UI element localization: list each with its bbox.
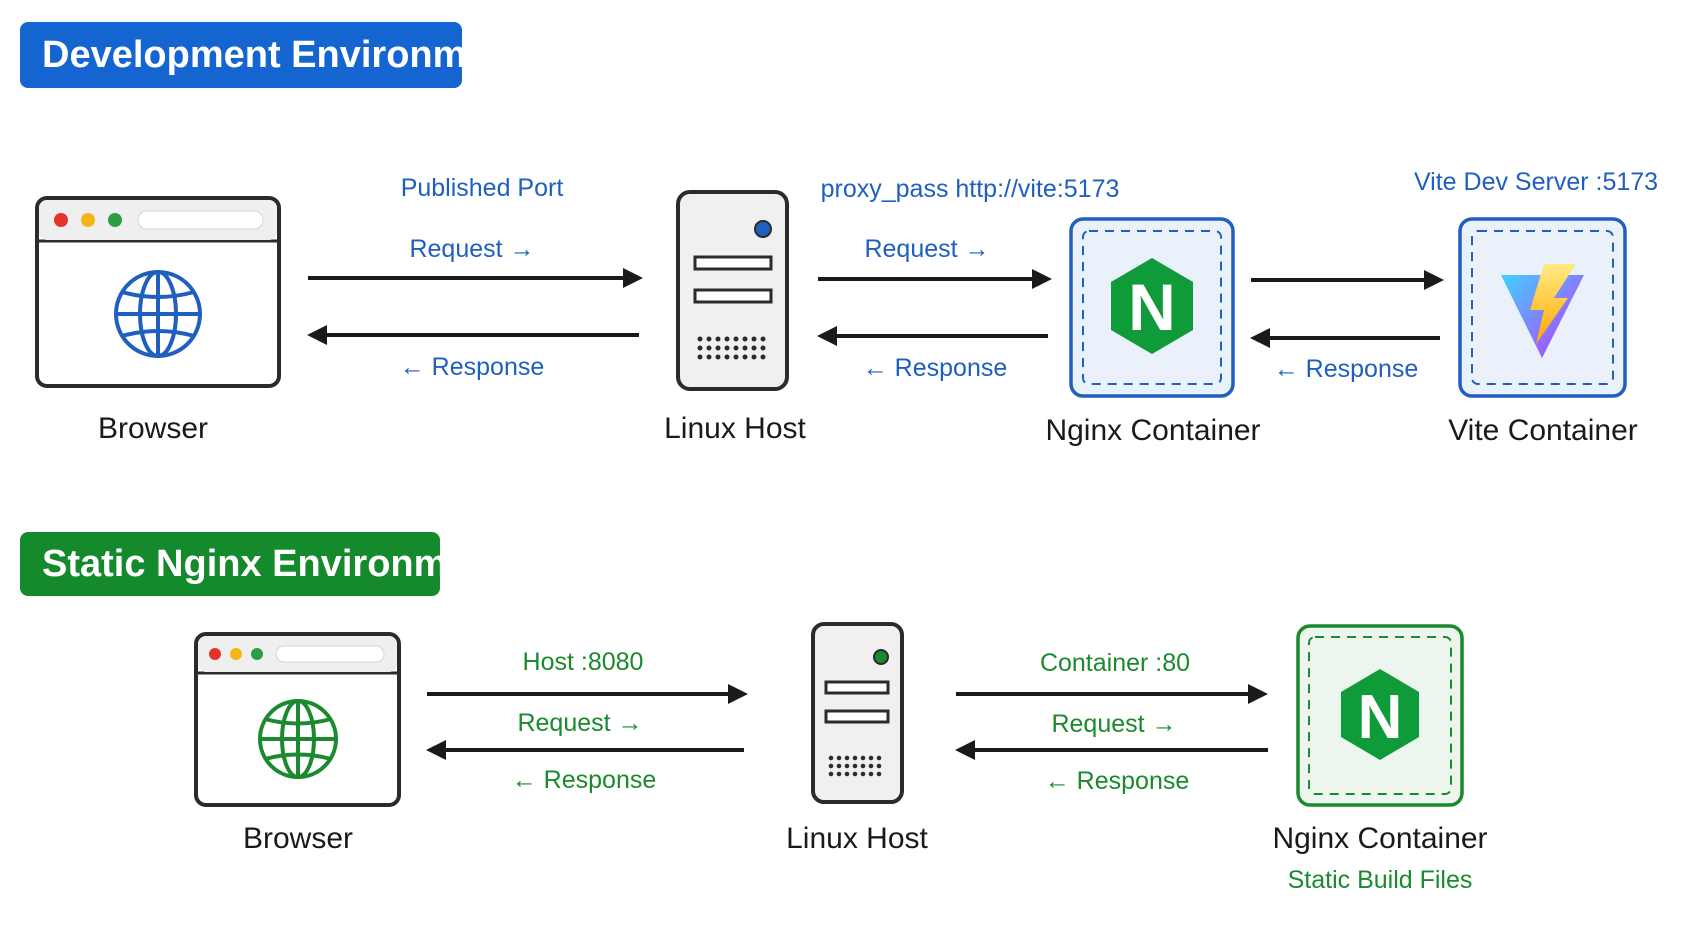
static-link2-request-label: Request →: [1051, 710, 1176, 738]
dev-link2-request-label: Request →: [864, 235, 989, 263]
dev-vite-container-node: Vite Container: [1448, 217, 1638, 447]
static-nginx-container-label: Nginx Container: [1272, 822, 1487, 855]
published-port-label: Published Port: [401, 174, 564, 202]
proxy-pass-label: proxy_pass http://vite:5173: [821, 175, 1120, 203]
static-linux-host-label: Linux Host: [786, 822, 928, 855]
static-nginx-container-node: N Nginx Container Static Build Files: [1272, 624, 1488, 894]
nginx-logo-icon: N: [1341, 669, 1419, 760]
dev-linux-host-node: Linux Host: [664, 190, 807, 445]
static-browser-node: Browser: [194, 632, 401, 855]
static-nginx-logo-letter: N: [1358, 683, 1403, 752]
static-host-nginx-link: Container :80 Request → ← Response: [955, 649, 1268, 795]
static-link1-response-label: ← Response: [512, 766, 657, 794]
dev-host-nginx-link: proxy_pass http://vite:5173 Request → ← …: [817, 175, 1120, 382]
static-link1-request-label: Request →: [517, 709, 642, 737]
dev-link1-response-label: ← Response: [400, 353, 545, 381]
server-tower-icon: [811, 622, 904, 804]
server-tower-icon: [676, 190, 789, 391]
dev-browser-node: Browser: [35, 196, 281, 445]
static-browser-label: Browser: [243, 822, 353, 855]
dev-environment-banner: Development Environment: [20, 22, 523, 88]
dev-linux-host-label: Linux Host: [664, 412, 806, 445]
static-browser-host-link: Host :8080 Request → ← Response: [426, 648, 748, 794]
container-port-label: Container :80: [1040, 649, 1190, 677]
vite-dev-server-label: Vite Dev Server :5173: [1414, 168, 1658, 196]
nginx-logo-icon: N: [1111, 258, 1193, 354]
vite-logo-icon: [1501, 264, 1584, 358]
dev-nginx-container-node: N Nginx Container: [1045, 217, 1261, 447]
static-environment-banner: Static Nginx Environment: [20, 532, 504, 596]
globe-icon: [258, 699, 338, 779]
static-build-files-label: Static Build Files: [1288, 866, 1473, 894]
dev-nginx-vite-link: Vite Dev Server :5173 ← Response: [1250, 168, 1658, 383]
static-link2-response-label: ← Response: [1045, 767, 1190, 795]
static-linux-host-node: Linux Host: [786, 622, 929, 855]
dev-link1-request-label: Request →: [409, 235, 534, 263]
dev-browser-label: Browser: [98, 412, 208, 445]
globe-icon: [114, 270, 202, 358]
vite-container-label: Vite Container: [1448, 414, 1638, 447]
dev-nginx-container-label: Nginx Container: [1045, 414, 1260, 447]
dev-link2-response-label: ← Response: [863, 354, 1008, 382]
dev-link3-response-label: ← Response: [1274, 355, 1419, 383]
host-port-label: Host :8080: [523, 648, 644, 676]
dev-browser-host-link: Published Port Request → ← Response: [307, 174, 643, 381]
dev-nginx-logo-letter: N: [1128, 270, 1176, 344]
